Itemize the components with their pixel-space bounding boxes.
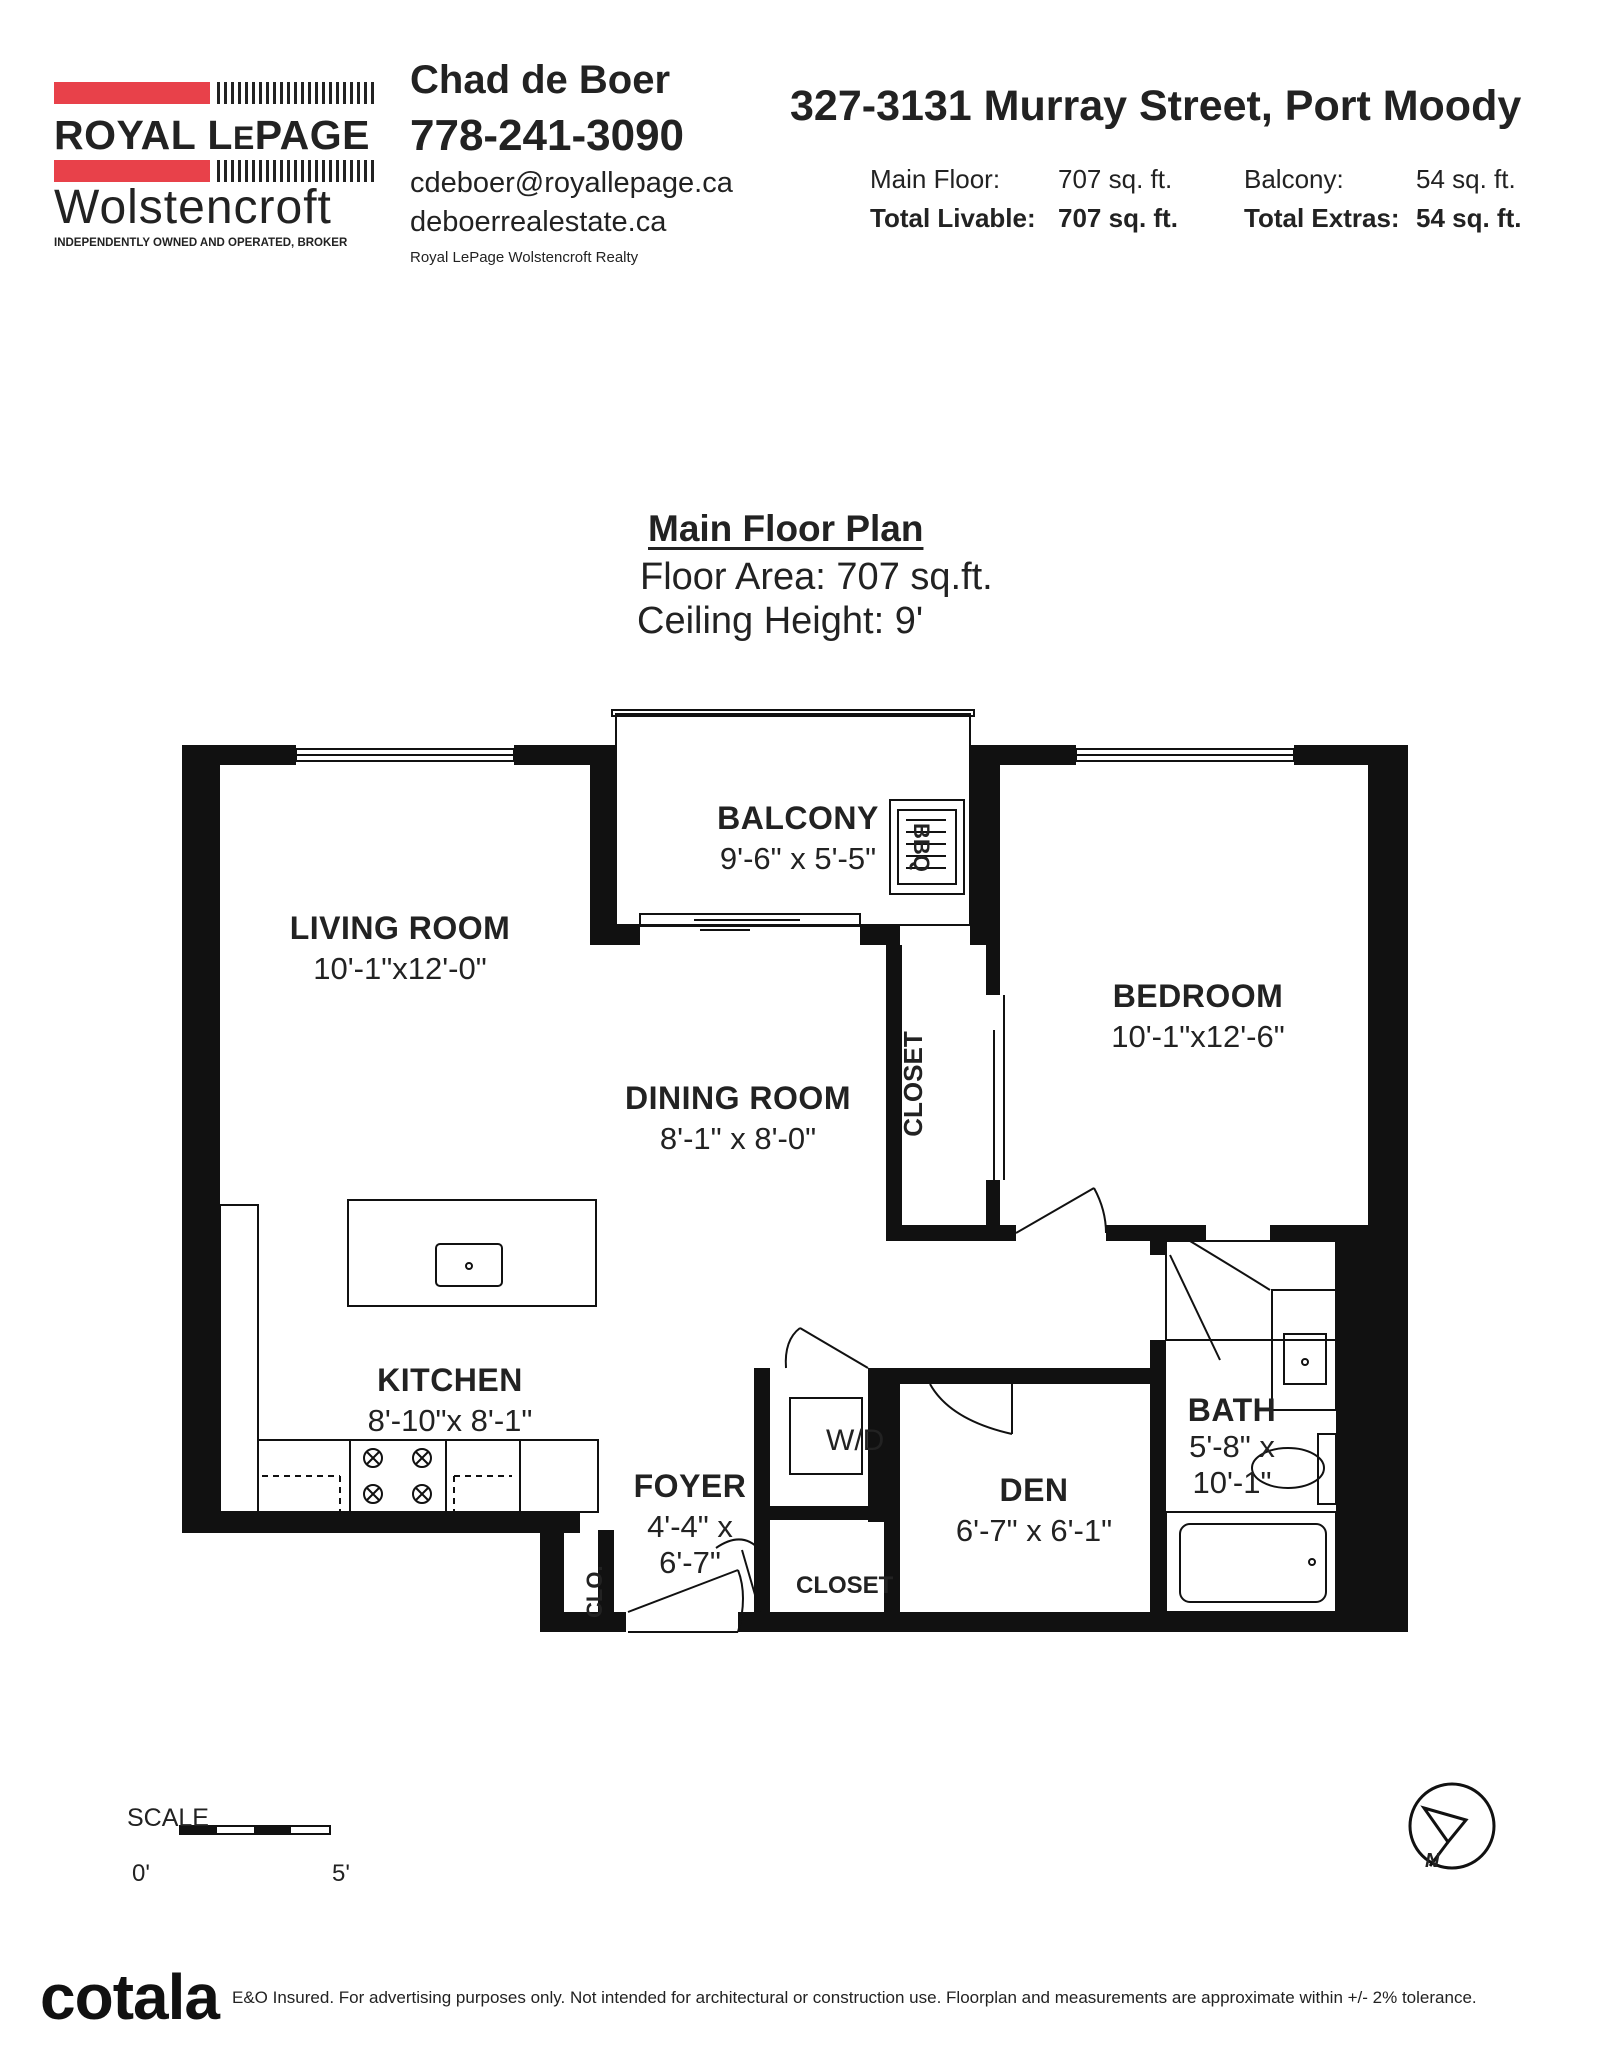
room-bedroom: BEDROOM 10'-1"x12'-6": [1111, 978, 1284, 1055]
logo-barcode-lines: [217, 82, 374, 104]
bath-fixtures: [1165, 1240, 1337, 1613]
logo-barcode-lines-2: [217, 160, 374, 182]
agent-phone[interactable]: 778-241-3090: [410, 111, 685, 160]
wd-label: W/D: [826, 1424, 885, 1457]
agent-firm: Royal LePage Wolstencroft Realty: [410, 249, 639, 266]
room-balcony-dims: 9'-6" x 5'-5": [719, 841, 877, 876]
room-den: DEN 6'-7" x 6'-1": [956, 1472, 1112, 1549]
area-value-balcony: 54 sq. ft.: [1416, 164, 1516, 194]
room-bath-name: BATH: [1187, 1392, 1277, 1428]
scale-start: 0': [132, 1860, 150, 1887]
room-den-dims: 6'-7" x 6'-1": [955, 1513, 1113, 1548]
exterior-walls: [182, 745, 1408, 1632]
area-label-balcony: Balcony:: [1244, 164, 1344, 194]
windows: [295, 748, 1295, 762]
room-foyer-dims-1: 4'-4" x: [647, 1509, 733, 1544]
kitchen-counters: [219, 1199, 599, 1513]
compass-north: N: [1425, 1850, 1440, 1872]
plan-floor-area: Floor Area: 707 sq.ft.: [640, 556, 993, 598]
logo-red-bar: [54, 82, 210, 104]
room-foyer-name: FOYER: [633, 1468, 747, 1504]
agent-contact: Chad de Boer 778-241-3090 cdeboer@royall…: [410, 58, 733, 266]
area-label-total-extras: Total Extras:: [1244, 203, 1400, 233]
logo-office: Wolstencroft: [54, 181, 332, 234]
room-bedroom-dims: 10'-1"x12'-6": [1111, 1019, 1285, 1054]
room-living-name: LIVING ROOM: [289, 910, 511, 946]
plan-ceiling-height: Ceiling Height: 9': [637, 600, 924, 642]
compass-icon: [1408, 1782, 1496, 1870]
property-address: 327-3131 Murray Street, Port Moody: [790, 82, 1522, 130]
area-label-total-livable: Total Livable:: [870, 203, 1036, 233]
plan-title: Main Floor Plan: [648, 508, 924, 549]
logo-red-bar-2: [54, 160, 210, 182]
balcony-outline: [611, 709, 975, 931]
room-kitchen: KITCHEN 8'-10"x 8'-1": [368, 1362, 533, 1439]
agent-website[interactable]: deboerrealestate.ca: [410, 206, 667, 238]
room-dining-dims: 8'-1" x 8'-0": [659, 1121, 817, 1156]
area-value-main-floor: 707 sq. ft.: [1058, 164, 1173, 194]
room-kitchen-name: KITCHEN: [377, 1362, 523, 1398]
scale-label: SCALE: [127, 1804, 209, 1832]
closet-bedroom-label: CLOSET: [898, 1031, 928, 1137]
scale-bar: [179, 1825, 331, 1835]
room-foyer-dims-2: 6'-7": [659, 1545, 721, 1580]
area-value-total-extras: 54 sq. ft.: [1416, 203, 1522, 233]
room-bath: BATH 5'-8" x 10'-1": [1188, 1392, 1277, 1501]
room-bath-dims-1: 5'-8" x: [1189, 1429, 1275, 1464]
washer-dryer-box: [789, 1397, 863, 1475]
scale-end: 5': [332, 1860, 350, 1887]
room-living: LIVING ROOM 10'-1"x12'-0": [290, 910, 511, 987]
room-dining-name: DINING ROOM: [625, 1080, 851, 1116]
closet-foyer-label: CLOSET: [796, 1572, 894, 1599]
room-balcony-name: BALCONY: [717, 800, 879, 836]
bbq-label: BBQ: [909, 823, 934, 872]
room-foyer: FOYER 4'-4" x 6'-7": [634, 1468, 747, 1581]
room-kitchen-dims: 8'-10"x 8'-1": [367, 1403, 533, 1438]
area-label-main-floor: Main Floor:: [870, 164, 1001, 194]
room-den-name: DEN: [999, 1472, 1069, 1508]
cotala-brand: cotala: [40, 1961, 220, 2033]
interior-walls: [540, 945, 1408, 1632]
room-dining: DINING ROOM 8'-1" x 8'-0": [625, 1080, 851, 1157]
room-balcony: BALCONY 9'-6" x 5'-5": [717, 800, 879, 877]
logo-tagline: INDEPENDENTLY OWNED AND OPERATED, BROKER: [54, 237, 348, 249]
agent-email[interactable]: cdeboer@royallepage.ca: [410, 167, 733, 199]
doors: [627, 995, 1271, 1633]
logo-brand: ROYAL LEPAGE: [54, 112, 370, 158]
room-bedroom-name: BEDROOM: [1112, 978, 1284, 1014]
bbq-icon: [889, 799, 965, 895]
clo-label: CLO.: [582, 1565, 607, 1618]
area-value-total-livable: 707 sq. ft.: [1058, 203, 1178, 233]
agent-name: Chad de Boer: [410, 58, 671, 102]
room-bath-dims-2: 10'-1": [1192, 1465, 1272, 1500]
room-living-dims: 10'-1"x12'-0": [313, 951, 487, 986]
royal-lepage-logo: ROYAL LEPAGE Wolstencroft INDEPENDENTLY …: [54, 82, 374, 252]
disclaimer: E&O Insured. For advertising purposes on…: [232, 1988, 1477, 2007]
stove-burners-icon: [363, 1448, 432, 1504]
